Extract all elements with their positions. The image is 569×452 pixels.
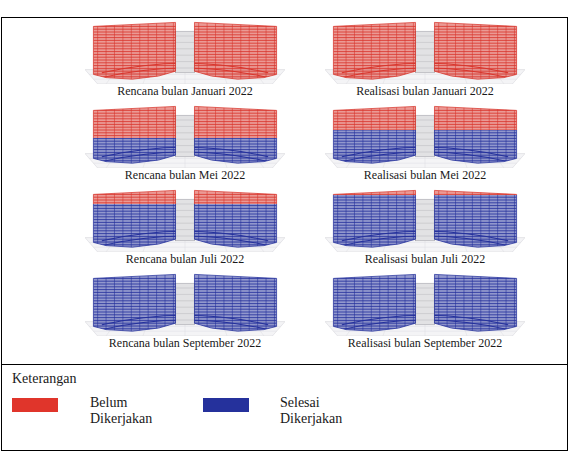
panel-caption: Rencana bulan Januari 2022 [117,84,253,99]
legend-heading: Keterangan [12,371,77,387]
building-actual-july [325,188,525,252]
panel-caption: Realisasi bulan Juli 2022 [365,252,485,267]
panel-caption: Rencana bulan Juli 2022 [126,252,244,267]
building-plan-january [85,20,285,84]
panel-caption: Realisasi bulan September 2022 [348,336,502,351]
legend-swatch [203,398,249,412]
panel-caption: Realisasi bulan Mei 2022 [364,168,486,183]
figure-frame [2,18,568,451]
panel-caption: Rencana bulan Mei 2022 [125,168,245,183]
building-plan-may [85,104,285,168]
building-actual-september [325,272,525,336]
building-actual-may [325,104,525,168]
building-actual-january [325,20,525,84]
legend-divider [2,364,568,365]
panel-caption: Rencana bulan September 2022 [109,336,261,351]
legend-label: Selesai Dikerjakan [280,395,360,427]
building-plan-september [85,272,285,336]
legend-label: Belum Dikerjakan [90,395,170,427]
legend-swatch [12,398,58,412]
building-plan-july [85,188,285,252]
panel-caption: Realisasi bulan Januari 2022 [356,84,494,99]
